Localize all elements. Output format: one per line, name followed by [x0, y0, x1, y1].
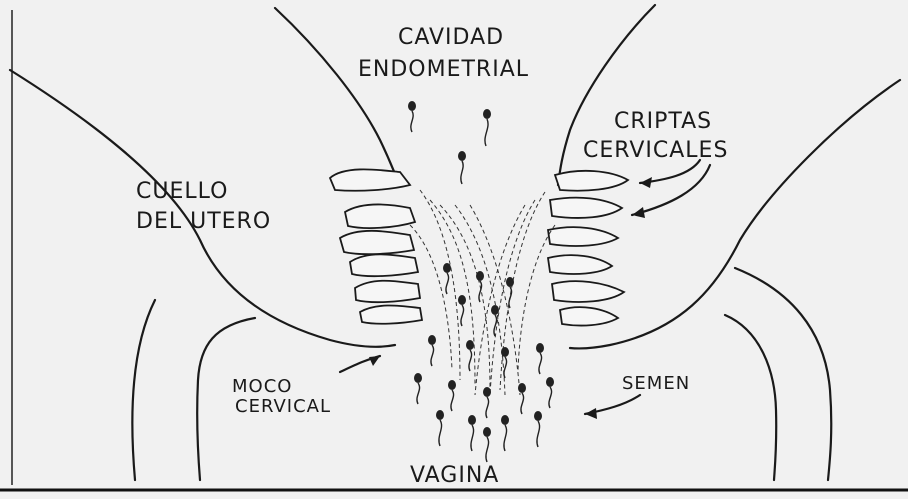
cervical-crypts-right [548, 171, 628, 326]
sperm-cell [506, 277, 514, 308]
label-endometrial-cavity-2: ENDOMETRIAL [358, 57, 529, 82]
sperm-cell [546, 377, 554, 408]
sperm-cell [436, 410, 444, 446]
sperm-cell [414, 373, 422, 404]
sperm-cell [408, 101, 416, 132]
vagina-left-outer [132, 300, 155, 480]
cervical-crypts-left [330, 169, 422, 323]
label-vagina: VAGINA [410, 463, 499, 488]
sperm-cell [483, 387, 491, 418]
label-semen: SEMEN [622, 373, 690, 394]
label-cervical-crypts-1: CRIPTAS [614, 109, 712, 134]
sperm-cell [534, 411, 542, 447]
label-cervix-2: DEL UTERO [136, 209, 271, 234]
sperm-cell [448, 380, 456, 411]
sperm-cell [443, 263, 451, 294]
sperm-cell [501, 415, 509, 451]
sperm-cell [466, 340, 474, 371]
sperm-cell [518, 383, 526, 414]
sperm-cell [483, 427, 491, 462]
sperm-cells [408, 101, 554, 462]
label-cervical-crypts-2: CERVICALES [583, 138, 728, 163]
endometrial-left-wall [275, 8, 400, 185]
sperm-cell [428, 335, 436, 366]
label-cervix-1: CUELLO [136, 179, 228, 204]
label-cervical-mucus-2: CERVICAL [235, 396, 331, 417]
sperm-cell [483, 109, 491, 146]
sperm-cell [468, 415, 476, 451]
sperm-cell [536, 343, 544, 374]
sperm-cell [458, 151, 466, 184]
label-cervical-mucus-1: MOCO [232, 376, 292, 397]
vagina-right-inner [725, 315, 776, 480]
label-endometrial-cavity-1: CAVIDAD [398, 25, 504, 50]
vagina-right-outer [735, 268, 831, 480]
sperm-cell [458, 295, 466, 326]
